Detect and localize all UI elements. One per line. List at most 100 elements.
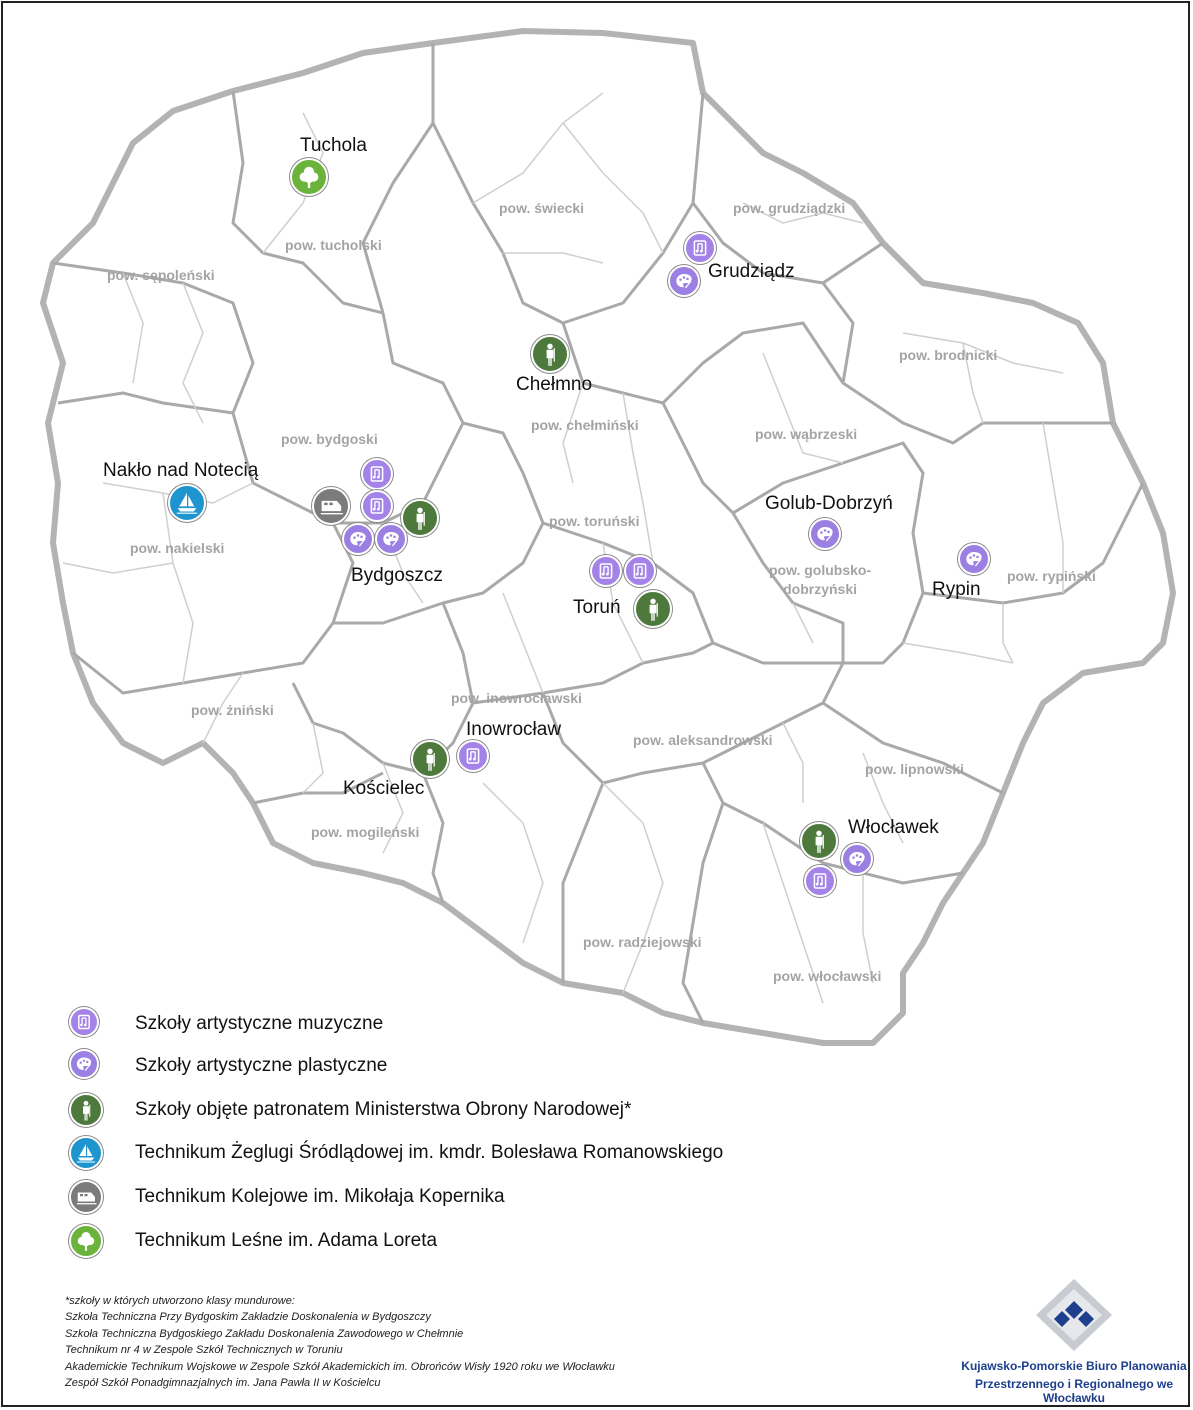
city-label: Rypin (932, 579, 981, 600)
legend-marker (69, 1136, 103, 1170)
county-borders (52, 43, 1145, 1024)
legend-marker (69, 1093, 103, 1127)
sailboat-icon (77, 1144, 95, 1163)
city-label: Tuchola (300, 135, 367, 156)
marker[interactable] (361, 490, 393, 522)
footnote-line: *szkoły w których utworzono klasy mundur… (65, 1295, 295, 1307)
legend-marker (69, 1049, 99, 1079)
soldier-icon (416, 507, 425, 530)
marker[interactable] (290, 158, 328, 196)
legend-label: Technikum Żeglugi Śródlądowej im. kmdr. … (135, 1142, 724, 1163)
sailboat-icon (176, 492, 198, 514)
legend-marker (69, 1007, 99, 1037)
city-label: Włocławek (848, 817, 939, 838)
marker[interactable] (684, 232, 716, 264)
county-label: pow. grudziądzki (733, 200, 846, 216)
marker[interactable] (361, 458, 393, 490)
palette-icon (817, 527, 833, 542)
marker[interactable] (800, 822, 838, 860)
county-label: pow. wąbrzeski (755, 426, 858, 442)
county-label: pow. chełmiński (531, 417, 639, 433)
legend-label: Technikum Kolejowe im. Mikołaja Kopernik… (135, 1186, 505, 1207)
county-label: pow. świecki (499, 200, 585, 216)
footnotes: *szkoły w których utworzono klasy mundur… (65, 1293, 615, 1391)
county-label: pow. lipnowski (865, 761, 965, 777)
marker[interactable] (809, 518, 841, 550)
palette-icon (350, 532, 366, 547)
legend-marker (69, 1180, 103, 1214)
train-icon (320, 500, 343, 515)
legend-label: Szkoły artystyczne plastyczne (135, 1055, 388, 1076)
marker[interactable] (804, 865, 836, 897)
marker[interactable] (457, 740, 489, 772)
footnote-line: Szkoła Techniczna Bydgoskiego Zakładu Do… (65, 1327, 464, 1340)
marker[interactable] (531, 335, 569, 373)
marker[interactable] (401, 499, 439, 537)
palette-icon (966, 552, 982, 567)
music-icon (693, 240, 707, 256)
palette-icon (849, 852, 865, 867)
marker[interactable] (342, 523, 374, 555)
music-icon (599, 563, 613, 579)
county-label: pow. żniński (191, 702, 274, 718)
music-icon (813, 873, 827, 889)
region-map (40, 28, 1176, 1046)
marker[interactable] (624, 555, 656, 587)
footnote-line: Akademickie Technikum Wojskowe w Zespole… (65, 1360, 615, 1373)
region-outline (40, 28, 1176, 1046)
train-icon (77, 1192, 97, 1205)
logo-line-2: Przestrzennego i Regionalnego we Włocław… (974, 1377, 1174, 1405)
logo: Kujawsko-Pomorskie Biuro Planowania Prze… (955, 1275, 1188, 1405)
music-icon (370, 498, 384, 514)
county-label: pow. sępoleński (107, 267, 215, 283)
marker[interactable] (375, 523, 407, 555)
city-label: Golub-Dobrzyń (765, 493, 893, 514)
county-label: pow. rypiński (1007, 568, 1096, 584)
footnote-line: Szkoła Techniczna Przy Bydgoskim Zakładz… (65, 1311, 431, 1324)
county-label: pow. bydgoski (281, 431, 378, 447)
soldier-icon (83, 1100, 91, 1121)
city-label: Inowrocław (466, 719, 562, 740)
music-icon (633, 563, 647, 579)
footnote-line: Zespół Szkół Ponadgimnazjalnych im. Jana… (65, 1377, 381, 1390)
music-icon (466, 748, 480, 764)
marker[interactable] (634, 590, 672, 628)
soldier-icon (546, 343, 555, 366)
palette-icon (676, 274, 692, 289)
city-label: Toruń (573, 597, 621, 618)
marker[interactable] (168, 484, 206, 522)
logo-line-1: Kujawsko-Pomorskie Biuro Planowania (961, 1359, 1187, 1373)
county-label: pow. tucholski (285, 237, 382, 253)
music-icon (370, 466, 384, 482)
logo-diamond-icon (1036, 1279, 1112, 1351)
city-label: Grudziądz (708, 261, 795, 282)
city-label: Nakło nad Notecią (103, 460, 259, 481)
legend-marker (69, 1224, 103, 1258)
marker[interactable] (958, 543, 990, 575)
county-label: pow. brodnicki (899, 347, 998, 363)
palette-icon (383, 532, 399, 547)
county-label: pow. radziejowski (583, 934, 702, 950)
palette-icon (76, 1057, 92, 1071)
marker[interactable] (668, 265, 700, 297)
legend-label: Szkoły objęte patronatem Ministerstwa Ob… (135, 1099, 632, 1120)
marker[interactable] (841, 843, 873, 875)
county-label: pow. inowrocławski (451, 690, 582, 706)
tree-icon (299, 166, 319, 189)
city-label: Chełmno (516, 374, 593, 395)
soldier-icon (649, 598, 658, 621)
legend-label: Technikum Leśne im. Adama Loreta (135, 1230, 438, 1251)
county-label: pow. golubsko- dobrzyński (769, 562, 872, 597)
tree-icon (77, 1232, 95, 1251)
marker[interactable] (312, 487, 350, 525)
marker[interactable] (590, 555, 622, 587)
footnote-line: Technikum nr 4 w Zespole Szkół Techniczn… (65, 1344, 343, 1357)
county-label: pow. włocławski (773, 968, 882, 984)
county-label: pow. toruński (549, 513, 640, 529)
soldier-icon (426, 748, 435, 771)
legend-label: Szkoły artystyczne muzyczne (135, 1013, 384, 1034)
county-label: pow. aleksandrowski (633, 732, 773, 748)
city-label: Bydgoszcz (351, 565, 443, 586)
marker[interactable] (411, 740, 449, 778)
